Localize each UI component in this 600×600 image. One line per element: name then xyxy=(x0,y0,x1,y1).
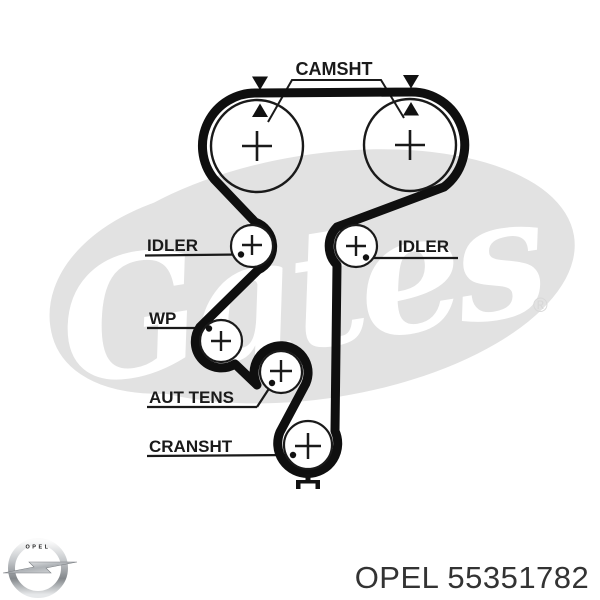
label-idler-left: IDLER xyxy=(147,236,198,255)
timing-arrow-down-icon xyxy=(252,76,268,90)
label-water-pump: WP xyxy=(149,309,176,328)
idler-left-pointer-line xyxy=(144,253,241,257)
timing-arrow-up-icon xyxy=(403,102,419,116)
part-number-caption: OPEL 55351782 xyxy=(355,560,590,595)
camshaft-timing-marks-right xyxy=(403,75,419,116)
plus-mark-camshaft-left xyxy=(242,131,272,161)
crankshaft-timing-mark xyxy=(296,474,320,489)
opel-logo-ring xyxy=(8,538,68,598)
label-idler-right: IDLER xyxy=(398,237,449,256)
camshaft-pulley-right xyxy=(362,97,458,193)
tensioner-pointer-dot xyxy=(268,379,276,387)
diagram-labels: CAMSHT IDLER IDLER WP AUT TENS CRANSHT xyxy=(147,59,449,456)
timing-arrow-down-icon xyxy=(403,75,419,89)
timing-arrow-up-icon xyxy=(252,103,268,117)
camshaft-timing-marks-left xyxy=(252,76,268,117)
water-pump-pointer-dot xyxy=(205,325,213,332)
idler-right-pointer-dot xyxy=(362,254,370,261)
plus-mark-tensioner xyxy=(270,360,292,382)
label-crankshaft: CRANSHT xyxy=(149,437,233,456)
camshaft-bracket xyxy=(267,79,405,123)
plus-mark-idler-right xyxy=(346,236,366,256)
gates-watermark: Gates ® xyxy=(46,149,575,424)
pointer-dots xyxy=(205,251,370,459)
plus-mark-water-pump xyxy=(211,331,231,351)
camshaft-callout xyxy=(252,75,419,123)
gates-watermark-oval-group: Gates xyxy=(46,149,575,424)
camshaft-pulley-left xyxy=(209,98,305,194)
registered-trademark-symbol: ® xyxy=(533,295,548,317)
opel-ring-text: OPEL xyxy=(26,545,51,551)
label-camshaft: CAMSHT xyxy=(296,59,373,79)
crankshaft-pointer-dot xyxy=(289,451,297,459)
opel-blitz-icon xyxy=(2,561,78,574)
pulley-center-marks xyxy=(211,130,425,459)
crankshaft-pointer-line xyxy=(146,453,293,458)
plus-mark-idler-left xyxy=(242,235,262,255)
opel-logo: OPEL xyxy=(2,538,78,598)
plus-mark-camshaft-right xyxy=(395,130,425,160)
plus-mark-crankshaft xyxy=(295,433,321,459)
idler-left-pointer-dot xyxy=(237,251,245,258)
label-tensioner: AUT TENS xyxy=(149,388,234,407)
timing-belt xyxy=(190,87,470,478)
